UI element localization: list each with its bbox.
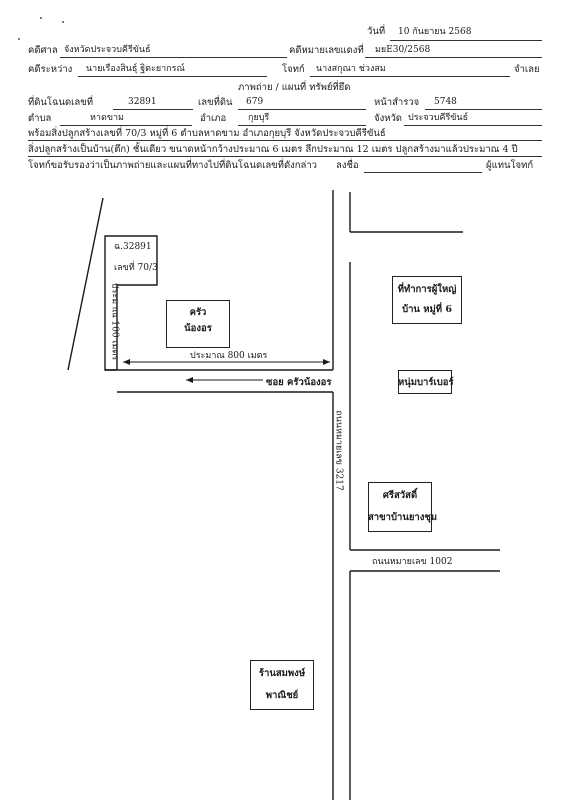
distance-label: ประมาณ 800 เมตร [190,351,268,361]
side-distance-label: ประมาณ 100 เมตร [109,282,120,361]
kitchen-name: ครัว [189,307,207,318]
landmark-shop [250,660,314,710]
defendant-label: จำเลย [514,64,540,75]
survey-value: 5748 [434,97,457,107]
court-label: คดีศาล [28,45,58,56]
deed-value: 32891 [128,97,157,107]
scan-speck [40,17,42,19]
deed-label: ที่ดินโฉนดเลขที่ [28,97,93,108]
between-value: นายเรืองสินธุ์ ฐิตะยากรณ์ [86,64,185,74]
srisawat-name: ศรีสวัสดิ์ [382,490,418,501]
case-number-value: มยE30/2568 [375,45,431,55]
tambon-value: หาดขาม [90,113,124,123]
court-value: จังหวัดประจวบคีรีขันธ์ [64,45,151,55]
barber-name: หนุ่มบาร์เบอร์ [398,377,454,388]
plaintiff-label: โจทก์ [282,64,305,75]
plaintiff-value: นางสกุณา ช่วงสม [316,64,386,74]
scan-speck [62,21,64,23]
structure-line: สิ่งปลูกสร้างเป็นบ้าน(ตึก) ชั้นเดียว ขนา… [28,144,518,155]
province-label: จังหวัด [374,113,402,124]
date-label: วันที่ [367,26,386,37]
section-title: ภาพถ่าย / แผนที่ ทรัพย์ที่ยึด [238,82,351,93]
shop-type: พาณิชย์ [265,690,299,701]
landmark-srisawat [368,482,432,532]
scan-speck [18,38,20,40]
deed-box-house: เลขที่ 70/3 [114,263,158,273]
land-number-value: 679 [246,97,264,107]
amphoe-value: กุยบุรี [248,113,270,123]
shop-name: ร้านสมพงษ์ [258,668,306,679]
headman-office-village: บ้าน หมู่ที่ 6 [402,304,452,315]
landmark-kitchen [166,300,230,348]
survey-label: หน้าสำรวจ [374,97,420,108]
kitchen-owner: น้องอร [184,323,212,334]
property-line: พร้อมสิ่งปลูกสร้างเลขที่ 70/3 หมู่ที่ 6 … [28,128,386,139]
date-value: 10 กันยายน 2568 [398,27,472,37]
road-3217-label: ถนนหมายเลข 3217 [333,410,344,491]
sign-label: ลงชื่อ [336,160,359,171]
landmark-barber [398,370,452,394]
certify-line: โจทก์ขอรับรองว่าเป็นภาพถ่ายและแผนที่ทางไ… [28,160,317,171]
road-1002-label: ถนนหมายเลข 1002 [372,557,453,567]
amphoe-label: อำเภอ [200,113,227,124]
deed-box-number: ฉ.32891 [114,242,152,252]
between-label: คดีระหว่าง [28,64,73,75]
land-number-label: เลขที่ดิน [198,97,233,108]
province-value: ประจวบคีรีขันธ์ [408,113,469,123]
tambon-label: ตำบล [28,113,52,124]
sign-role: ผู้แทนโจทก์ [486,160,534,171]
srisawat-branch: สาขาบ้านยางชุม [368,512,438,523]
soi-label: ซอย ครัวน้องอร [266,377,332,388]
case-number-label: คดีหมายเลขแดงที่ [289,45,364,56]
headman-office-name: ที่ทำการผู้ใหญ่ [397,284,457,295]
landmark-headman-office [392,276,462,324]
